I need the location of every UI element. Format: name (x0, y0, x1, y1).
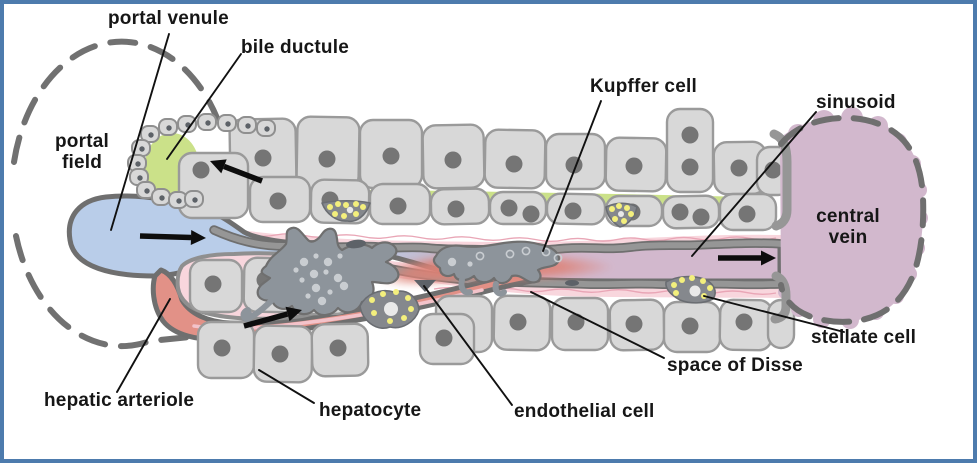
leader-line-kupffer-cell (542, 100, 602, 252)
leader-line-sinusoid (691, 111, 817, 257)
leader-line-endothelial-cell (423, 285, 513, 406)
label-portal-venule: portal venule (108, 8, 229, 29)
stellate-cell-shape (321, 199, 371, 223)
label-stellate-cell: stellate cell (811, 327, 917, 348)
hepatocyte-cell (665, 107, 715, 194)
portal-field-boundary (11, 38, 220, 350)
label-sinusoid: sinusoid (816, 92, 896, 113)
bile-duct-cells (127, 113, 276, 209)
stellate-cell-shape-3 (605, 202, 638, 228)
stellate-cell-shape-2 (359, 289, 420, 329)
label-space-of-disse: space of Disse (667, 355, 803, 376)
label-hepatic-arteriole: hepatic arteriole (44, 390, 195, 411)
label-bile-ductule: bile ductule (241, 37, 349, 58)
leader-line-portal-venule (110, 33, 170, 231)
flow-arrow (243, 306, 302, 329)
leader-line-bile-ductule (166, 53, 242, 160)
central-vein-shape (769, 107, 928, 329)
label-endothelial-cell: endothelial cell (514, 401, 655, 422)
hepatocyte-cell (661, 194, 721, 230)
flow-arrow (718, 250, 776, 266)
kupffer-cell-shape-2 (432, 240, 563, 297)
kupffer-cell-shape (240, 226, 400, 322)
label-hepatocyte: hepatocyte (319, 400, 422, 421)
stellate-cell-shape-4 (665, 275, 716, 304)
leader-line-space-of-disse (530, 291, 665, 359)
leader-line-hepatocyte (258, 369, 315, 404)
label-kupffer-cell: Kupffer cell (590, 76, 697, 97)
flow-arrow (139, 230, 206, 246)
diagram-canvas (11, 33, 928, 406)
label-portal-field: portal field (55, 131, 109, 173)
leader-line-stellate-cell (703, 295, 845, 333)
label-central-vein: central vein (816, 206, 880, 248)
flow-arrow (210, 159, 263, 184)
leader-line-hepatic-arteriole (116, 298, 171, 393)
